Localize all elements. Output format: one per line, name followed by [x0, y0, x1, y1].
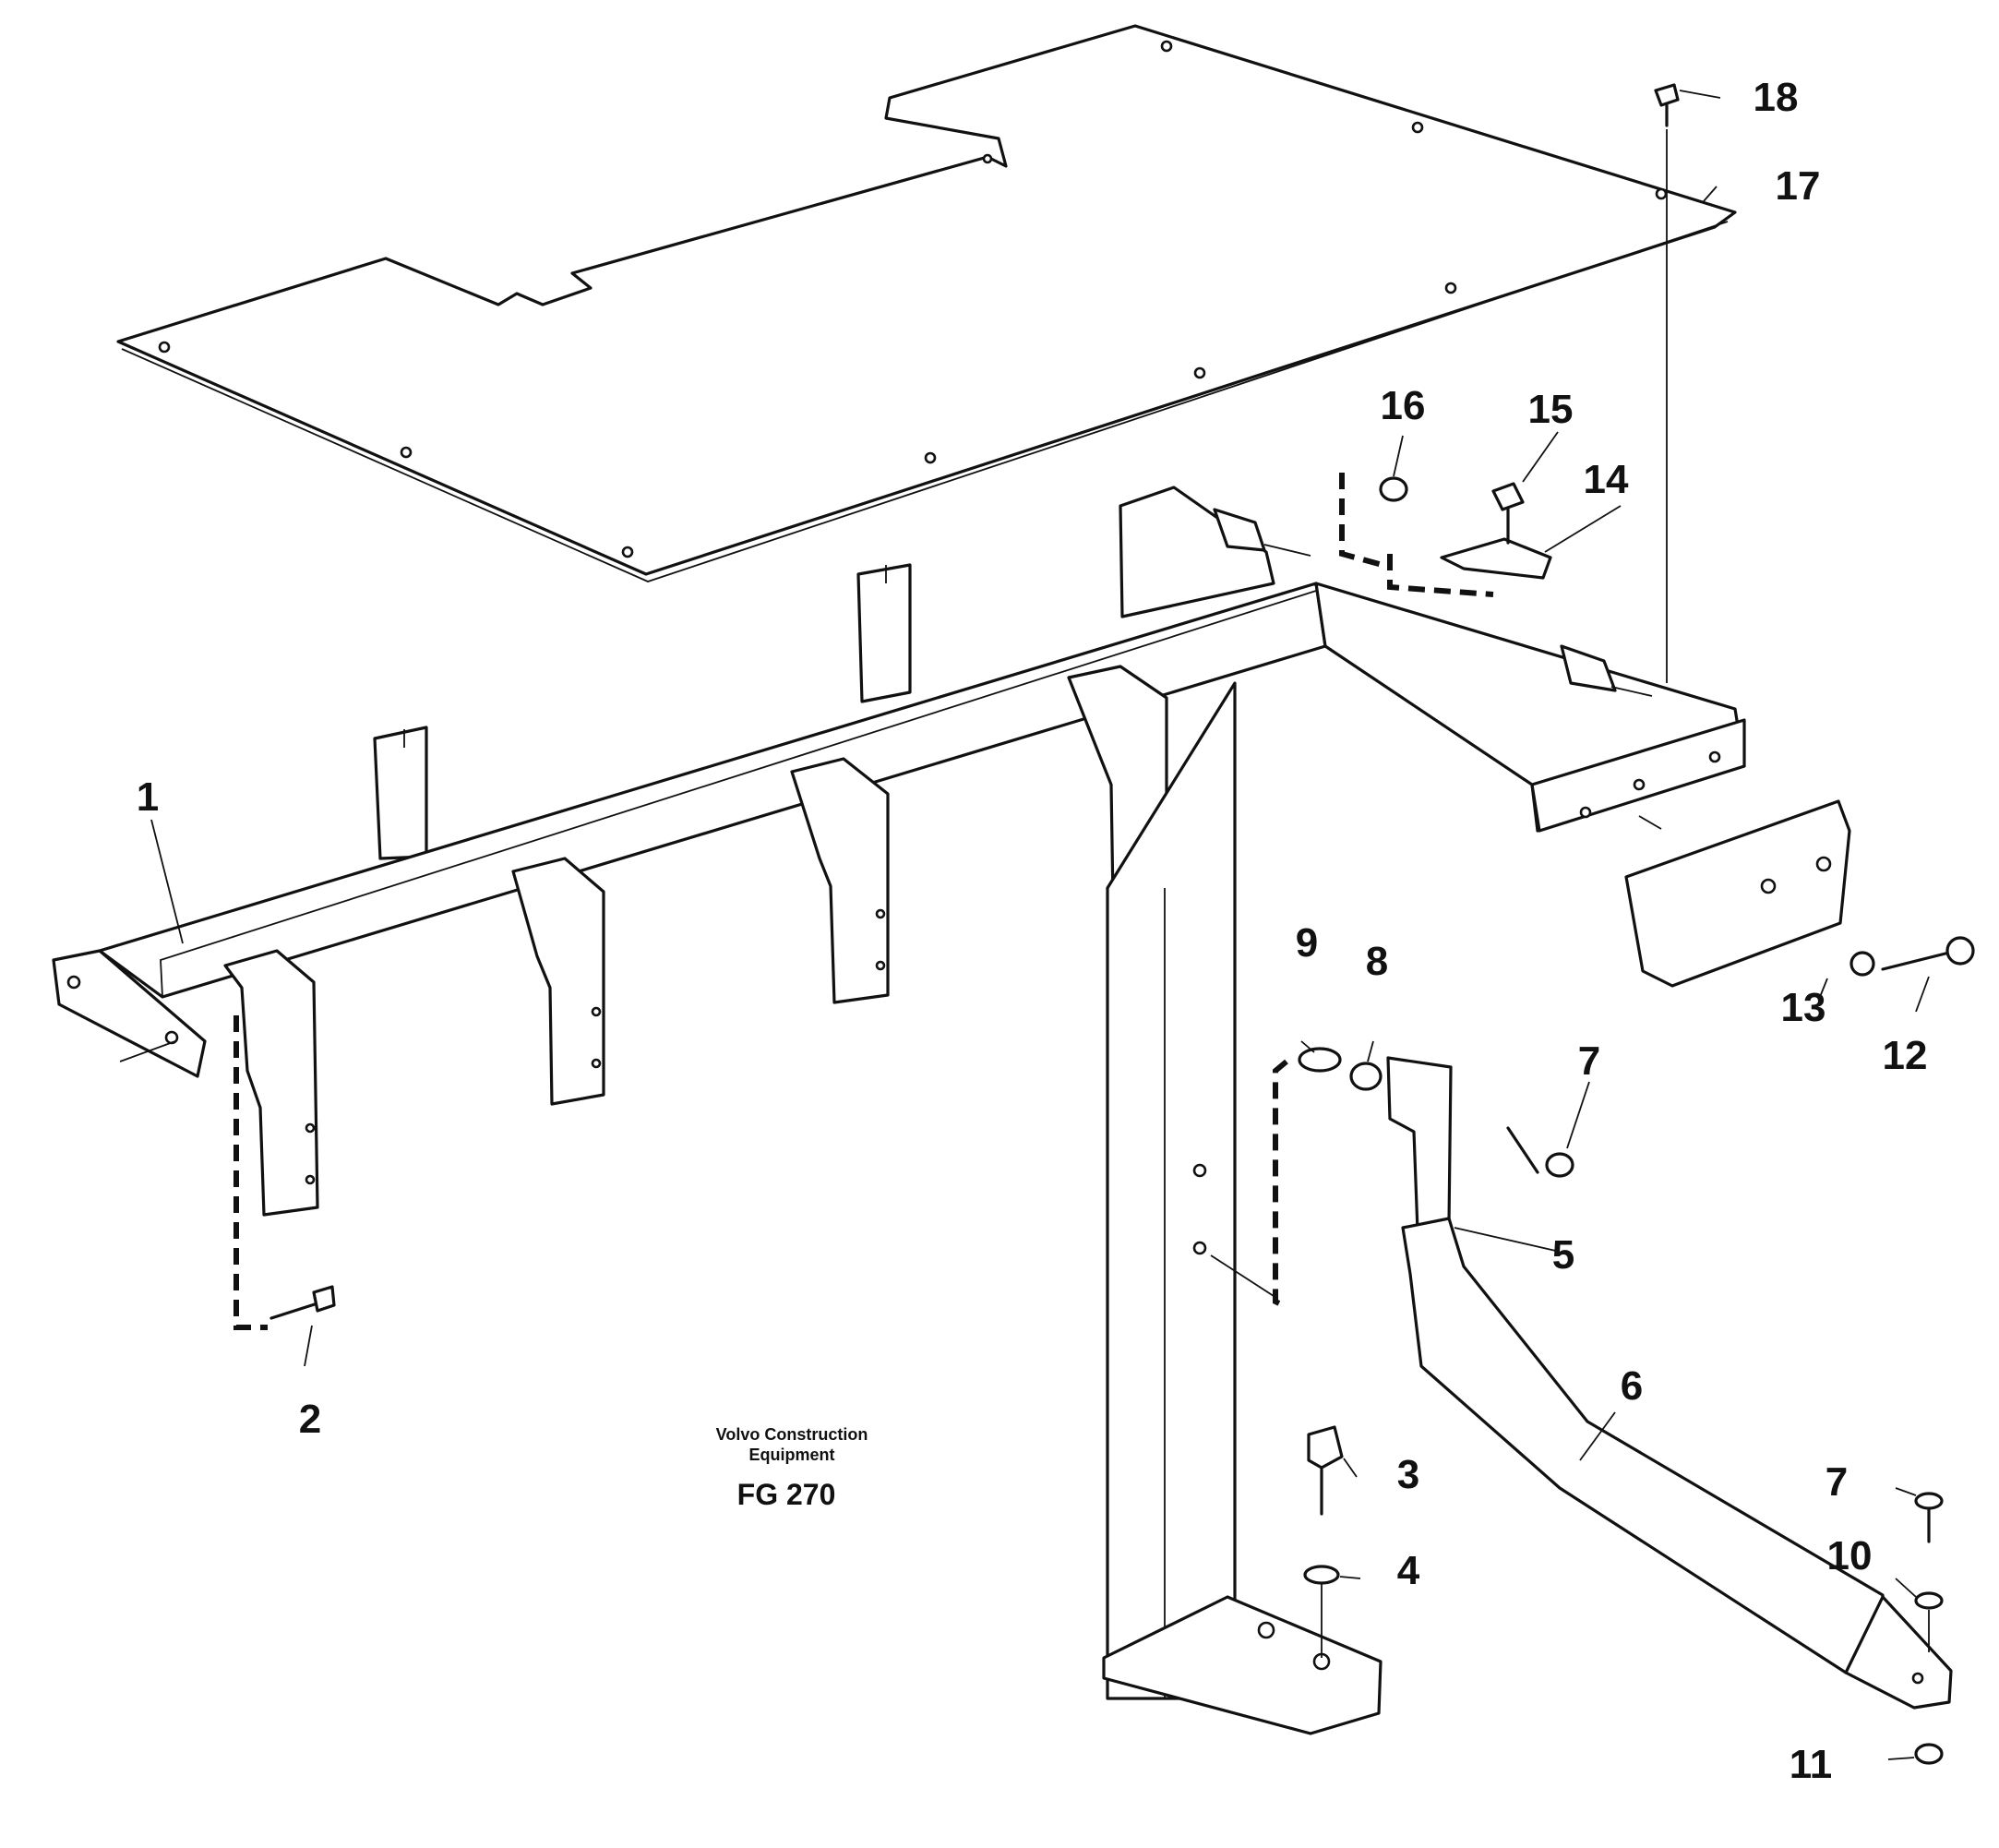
callout-14: 14	[1584, 457, 1629, 502]
callout-16: 16	[1381, 383, 1426, 428]
bolt-3-washer-4	[1303, 1425, 1344, 1585]
frame-assembly	[52, 486, 1746, 1735]
spacer-9-washer-8	[1298, 1047, 1383, 1091]
callout-labels: 1 2 3 4 5 6 7 7 8 9 10 11 12 13 14 15 16…	[137, 75, 1928, 1787]
tube-and-bolt	[1624, 799, 1975, 988]
callout-15: 15	[1528, 387, 1574, 432]
caption-figure-number: FG 270	[737, 1478, 836, 1511]
callout-2: 2	[299, 1397, 321, 1442]
callout-10: 10	[1827, 1533, 1873, 1578]
screw-18	[1654, 83, 1680, 127]
leader-lines	[150, 90, 1930, 1760]
screw-7-lower	[1914, 1492, 1944, 1765]
callout-3: 3	[1397, 1452, 1419, 1497]
callout-5: 5	[1552, 1232, 1574, 1278]
support-strut	[1386, 1056, 1953, 1710]
callout-9: 9	[1296, 920, 1318, 966]
callout-1: 1	[137, 774, 159, 820]
callout-7-lower: 7	[1825, 1459, 1848, 1505]
figure-caption: Volvo Construction Equipment FG 270	[716, 1425, 868, 1511]
callout-6: 6	[1621, 1363, 1643, 1409]
caption-line-1: Volvo Construction	[716, 1425, 868, 1444]
callout-8: 8	[1366, 939, 1388, 984]
callout-4: 4	[1397, 1548, 1420, 1593]
assembly-lines	[233, 129, 1930, 1658]
callout-11: 11	[1790, 1742, 1833, 1787]
callout-17: 17	[1776, 163, 1821, 209]
floor-plate	[116, 24, 1737, 582]
callout-13: 13	[1781, 985, 1826, 1030]
caption-line-2: Equipment	[749, 1446, 835, 1464]
callout-7-upper: 7	[1578, 1038, 1600, 1084]
screw-2	[269, 1285, 336, 1320]
screw-7-upper	[1506, 1126, 1574, 1178]
callout-18: 18	[1754, 75, 1799, 120]
callout-12: 12	[1883, 1033, 1928, 1078]
hinge-clip-group	[1379, 476, 1552, 580]
